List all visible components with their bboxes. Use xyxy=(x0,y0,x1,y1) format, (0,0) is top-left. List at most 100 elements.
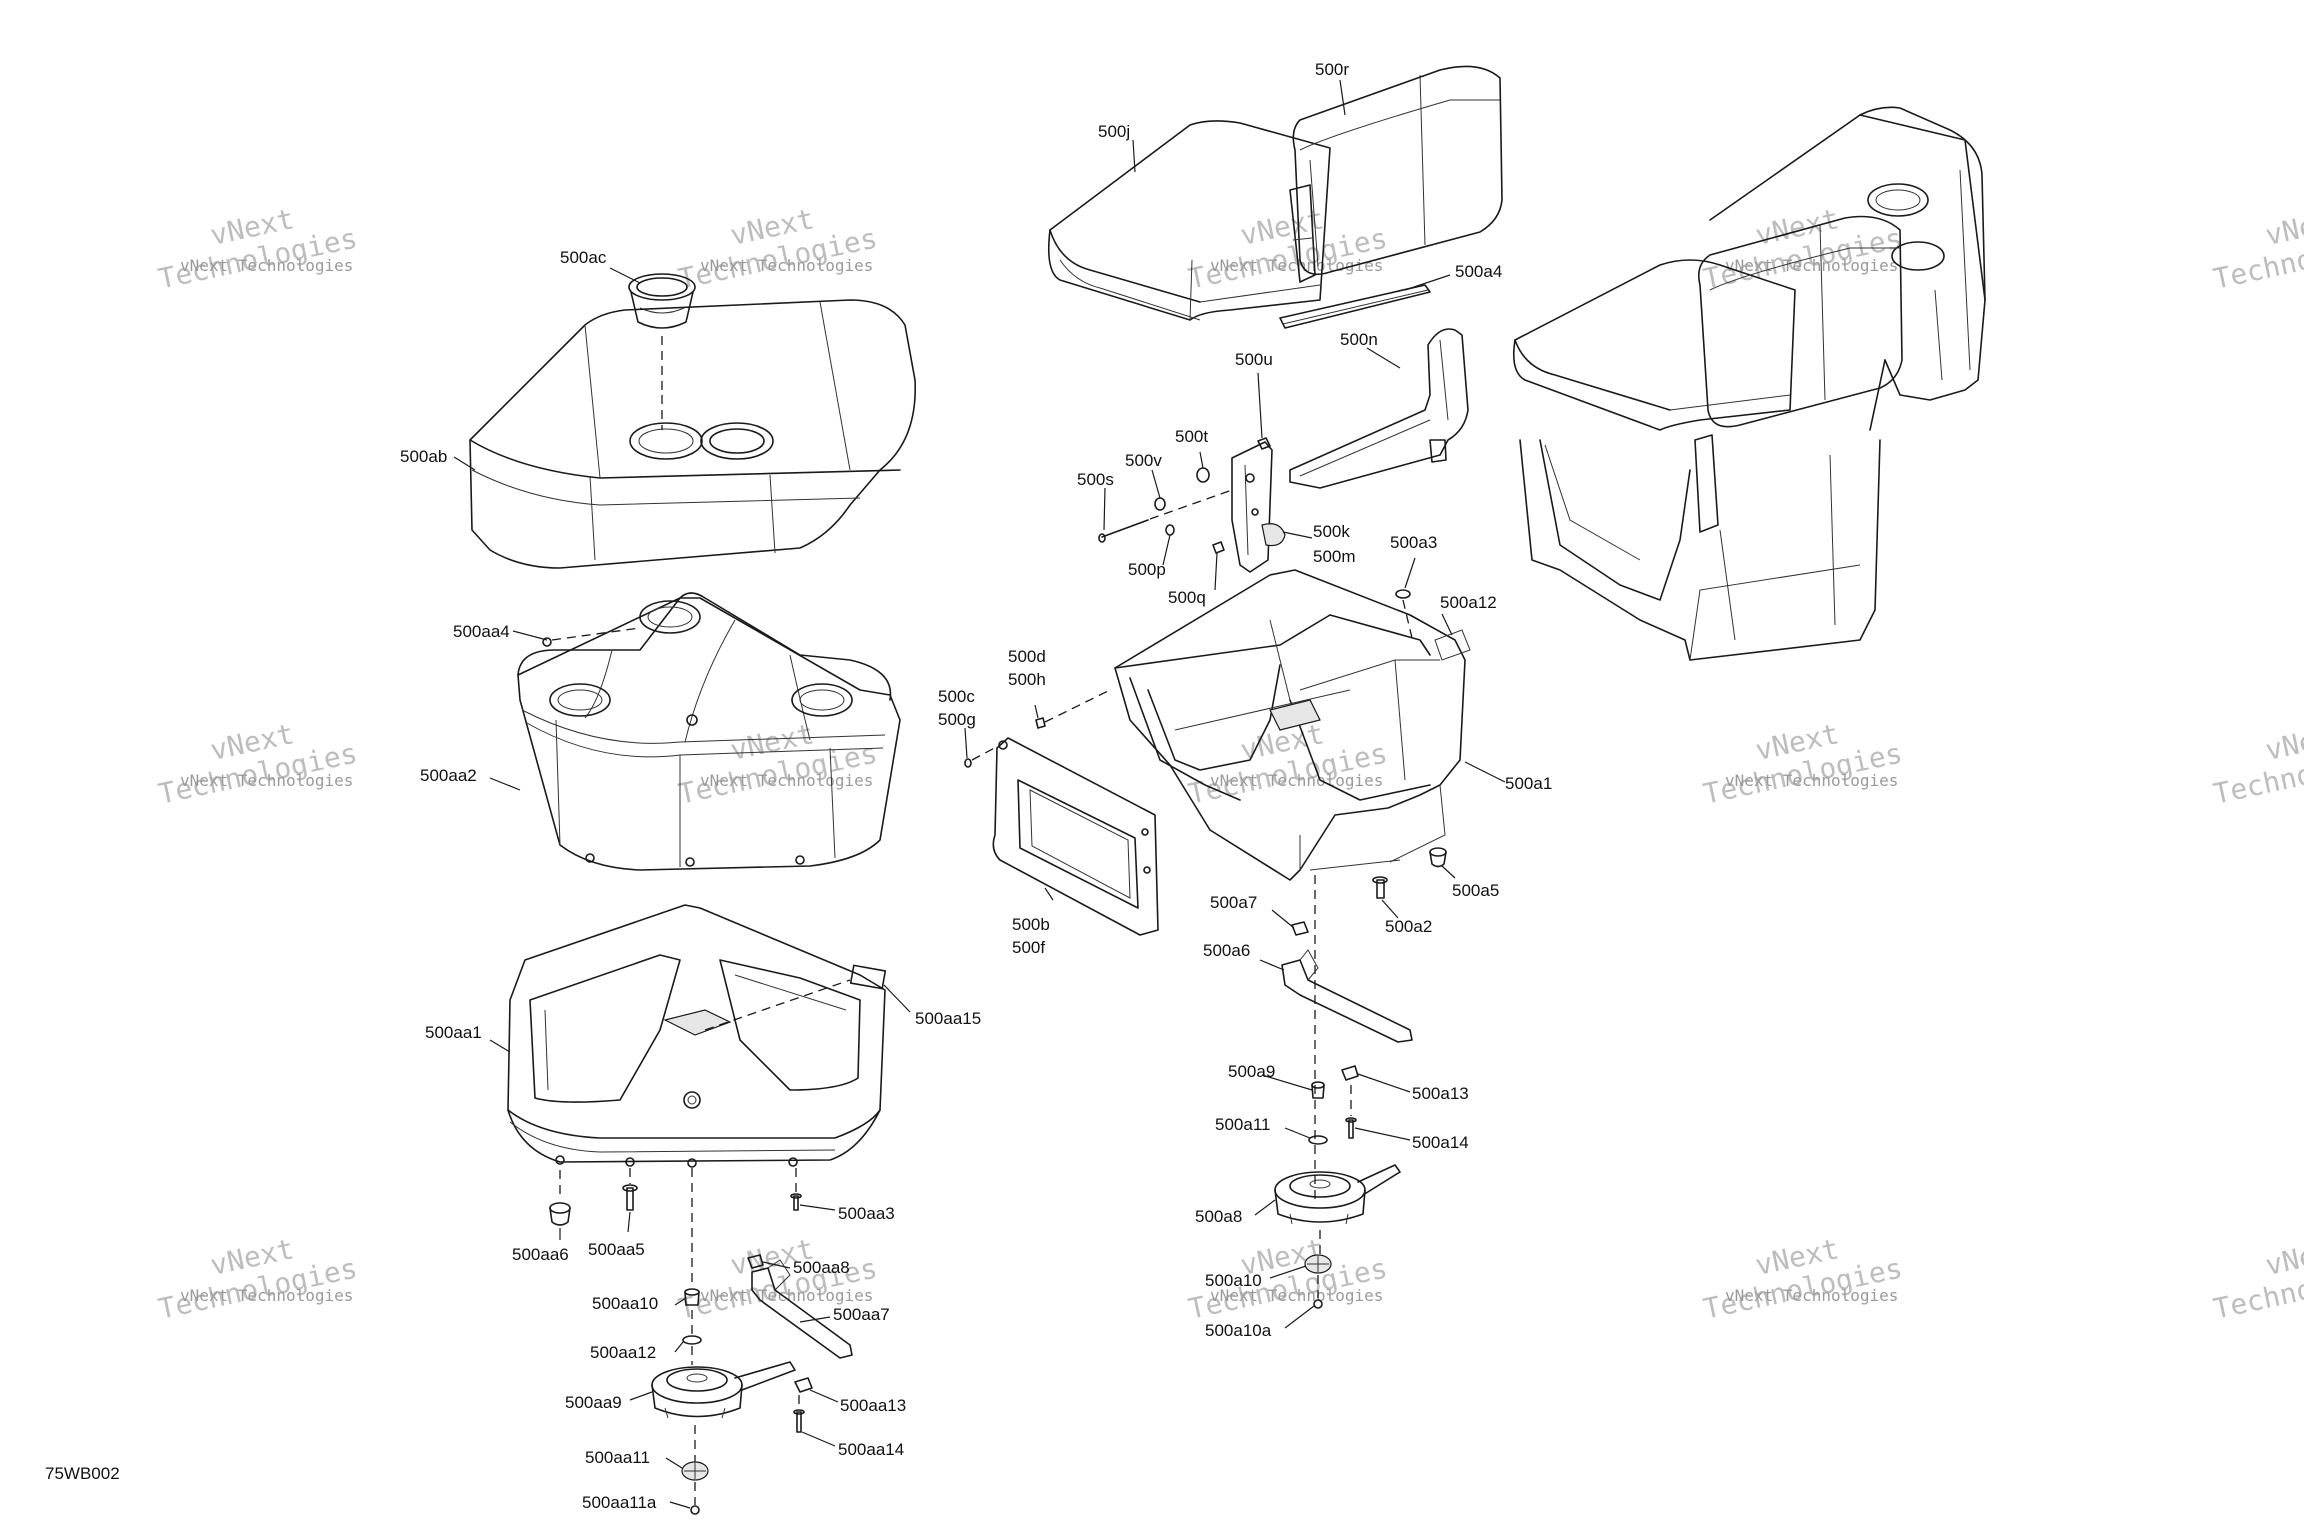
bumper-500aa6 xyxy=(549,1202,571,1226)
watermark: vNext Technologies vNext Technologies xyxy=(1700,1232,1905,1326)
watermark-small: vNext Technologies xyxy=(1210,771,1383,790)
access-panel-500b xyxy=(992,737,1159,936)
swivel-bearing-500aa9 xyxy=(651,1361,796,1419)
bump-stop-500aa11 xyxy=(681,1461,709,1481)
callout-500c: 500c xyxy=(938,687,975,706)
washer-500v xyxy=(1154,497,1166,511)
callout-labels: 500ac 500ab 500aa4 500aa2 500aa1 500aa15… xyxy=(45,60,1552,1512)
watermark-small: vNext Technologies xyxy=(700,1286,873,1305)
cup-holder-insert xyxy=(628,273,696,329)
fastener-500aa5 xyxy=(622,1184,638,1211)
fastener-500a2 xyxy=(1372,876,1388,899)
watermark: vNext Technologies vNext Technologies xyxy=(155,717,360,811)
watermark: vNext Technologies vNext Technologies xyxy=(1185,202,1390,296)
callout-500aa9: 500aa9 xyxy=(565,1393,622,1412)
screw-500aa14 xyxy=(793,1409,805,1433)
label-500a12 xyxy=(1434,629,1471,661)
callout-500j: 500j xyxy=(1098,122,1130,141)
axis-line xyxy=(1149,489,1233,520)
callout-500aa11a: 500aa11a xyxy=(582,1493,657,1512)
callout-500h: 500h xyxy=(1008,670,1046,689)
callout-500ac: 500ac xyxy=(560,248,607,267)
swivel-arm-500a6 xyxy=(1281,949,1413,1043)
callout-500q: 500q xyxy=(1168,588,1206,607)
washer-500t xyxy=(1196,467,1210,483)
callout-500aa1: 500aa1 xyxy=(425,1023,482,1042)
seat-base-frame-500a1 xyxy=(1114,569,1466,881)
diagram-code: 75WB002 xyxy=(45,1464,120,1483)
nut-500u xyxy=(1257,437,1271,450)
seat-rail-500a4 xyxy=(1279,284,1431,329)
callout-500g: 500g xyxy=(938,710,976,729)
watermark: vNext Technologies vNext Technologies xyxy=(675,717,880,811)
axis-line xyxy=(1044,689,1111,723)
seat-bracket-500n xyxy=(1289,328,1469,489)
watermark: vNext Technologies vNext Technologies xyxy=(675,1232,880,1326)
callout-500aa6: 500aa6 xyxy=(512,1245,569,1264)
watermark-small: vNext Technologies xyxy=(700,771,873,790)
callout-500a5: 500a5 xyxy=(1452,881,1499,900)
callout-500aa15: 500aa15 xyxy=(915,1009,981,1028)
screw-500c xyxy=(964,758,972,768)
callout-500n: 500n xyxy=(1340,330,1378,349)
washer-500aa12 xyxy=(682,1335,702,1345)
callout-500aa3: 500aa3 xyxy=(838,1204,895,1223)
watermark-small: vNext Technologies xyxy=(1725,1286,1898,1305)
screw-500p xyxy=(1165,524,1175,536)
watermark: vNext Technologies xyxy=(2210,717,2304,811)
callout-500u: 500u xyxy=(1235,350,1273,369)
callout-500a13: 500a13 xyxy=(1412,1084,1469,1103)
callout-500r: 500r xyxy=(1315,60,1349,79)
nut-500aa11a xyxy=(690,1505,700,1515)
callout-500v: 500v xyxy=(1125,451,1162,470)
seat-latch-500k xyxy=(1231,441,1286,573)
callout-500a14: 500a14 xyxy=(1412,1133,1469,1152)
watermark-small: vNext Technologies xyxy=(1210,1286,1383,1305)
callout-500aa2: 500aa2 xyxy=(420,766,477,785)
callout-500a11: 500a11 xyxy=(1215,1115,1270,1134)
callout-500m: 500m xyxy=(1313,547,1356,566)
callout-500a12: 500a12 xyxy=(1440,593,1497,612)
axis-line xyxy=(971,744,1001,761)
callout-500a10a: 500a10a xyxy=(1205,1321,1272,1340)
console-base xyxy=(507,904,887,1168)
callout-500ab: 500ab xyxy=(400,447,447,466)
clip-500aa8 xyxy=(747,1254,764,1269)
callout-500a9: 500a9 xyxy=(1228,1062,1275,1081)
watermark: vNext Technologies vNext Technologies xyxy=(155,1232,360,1326)
watermark-small: vNext Technologies xyxy=(180,1286,353,1305)
callout-500s: 500s xyxy=(1077,470,1114,489)
watermark-small: vNext Technologies xyxy=(180,771,353,790)
callout-500aa13: 500aa13 xyxy=(840,1396,906,1415)
callout-500a6: 500a6 xyxy=(1203,941,1250,960)
clip-500a13 xyxy=(1341,1065,1359,1081)
callout-500aa7: 500aa7 xyxy=(833,1305,890,1324)
clip-500aa13 xyxy=(794,1377,813,1393)
nut-500d xyxy=(1035,717,1046,729)
callout-500a7: 500a7 xyxy=(1210,893,1257,912)
callout-500f: 500f xyxy=(1012,938,1045,957)
watermark-small: vNext Technologies xyxy=(180,256,353,275)
console-shell xyxy=(517,592,901,871)
callout-500d: 500d xyxy=(1008,647,1046,666)
callout-500b: 500b xyxy=(1012,915,1050,934)
callout-500k: 500k xyxy=(1313,522,1350,541)
screw-500a14 xyxy=(1345,1117,1357,1139)
callout-500a4: 500a4 xyxy=(1455,262,1502,281)
watermark: vNext Technologies xyxy=(2210,202,2304,296)
watermark-small: vNext Technologies xyxy=(1725,771,1898,790)
watermark-small: vNext Technologies xyxy=(1725,256,1898,275)
nut-500q xyxy=(1212,541,1225,554)
watermark-small: vNext Technologies xyxy=(700,256,873,275)
callout-500a8: 500a8 xyxy=(1195,1207,1242,1226)
callout-500p: 500p xyxy=(1128,560,1166,579)
callout-500aa10: 500aa10 xyxy=(592,1294,658,1313)
callout-500a10: 500a10 xyxy=(1205,1271,1262,1290)
washer-500a11 xyxy=(1308,1135,1328,1145)
watermark-small: vNext Technologies xyxy=(1210,256,1383,275)
swivel-bearing-500a8 xyxy=(1274,1164,1401,1225)
bumper-500a5 xyxy=(1429,847,1447,868)
screw-500aa3 xyxy=(790,1193,802,1211)
callout-500aa5: 500aa5 xyxy=(588,1240,645,1259)
